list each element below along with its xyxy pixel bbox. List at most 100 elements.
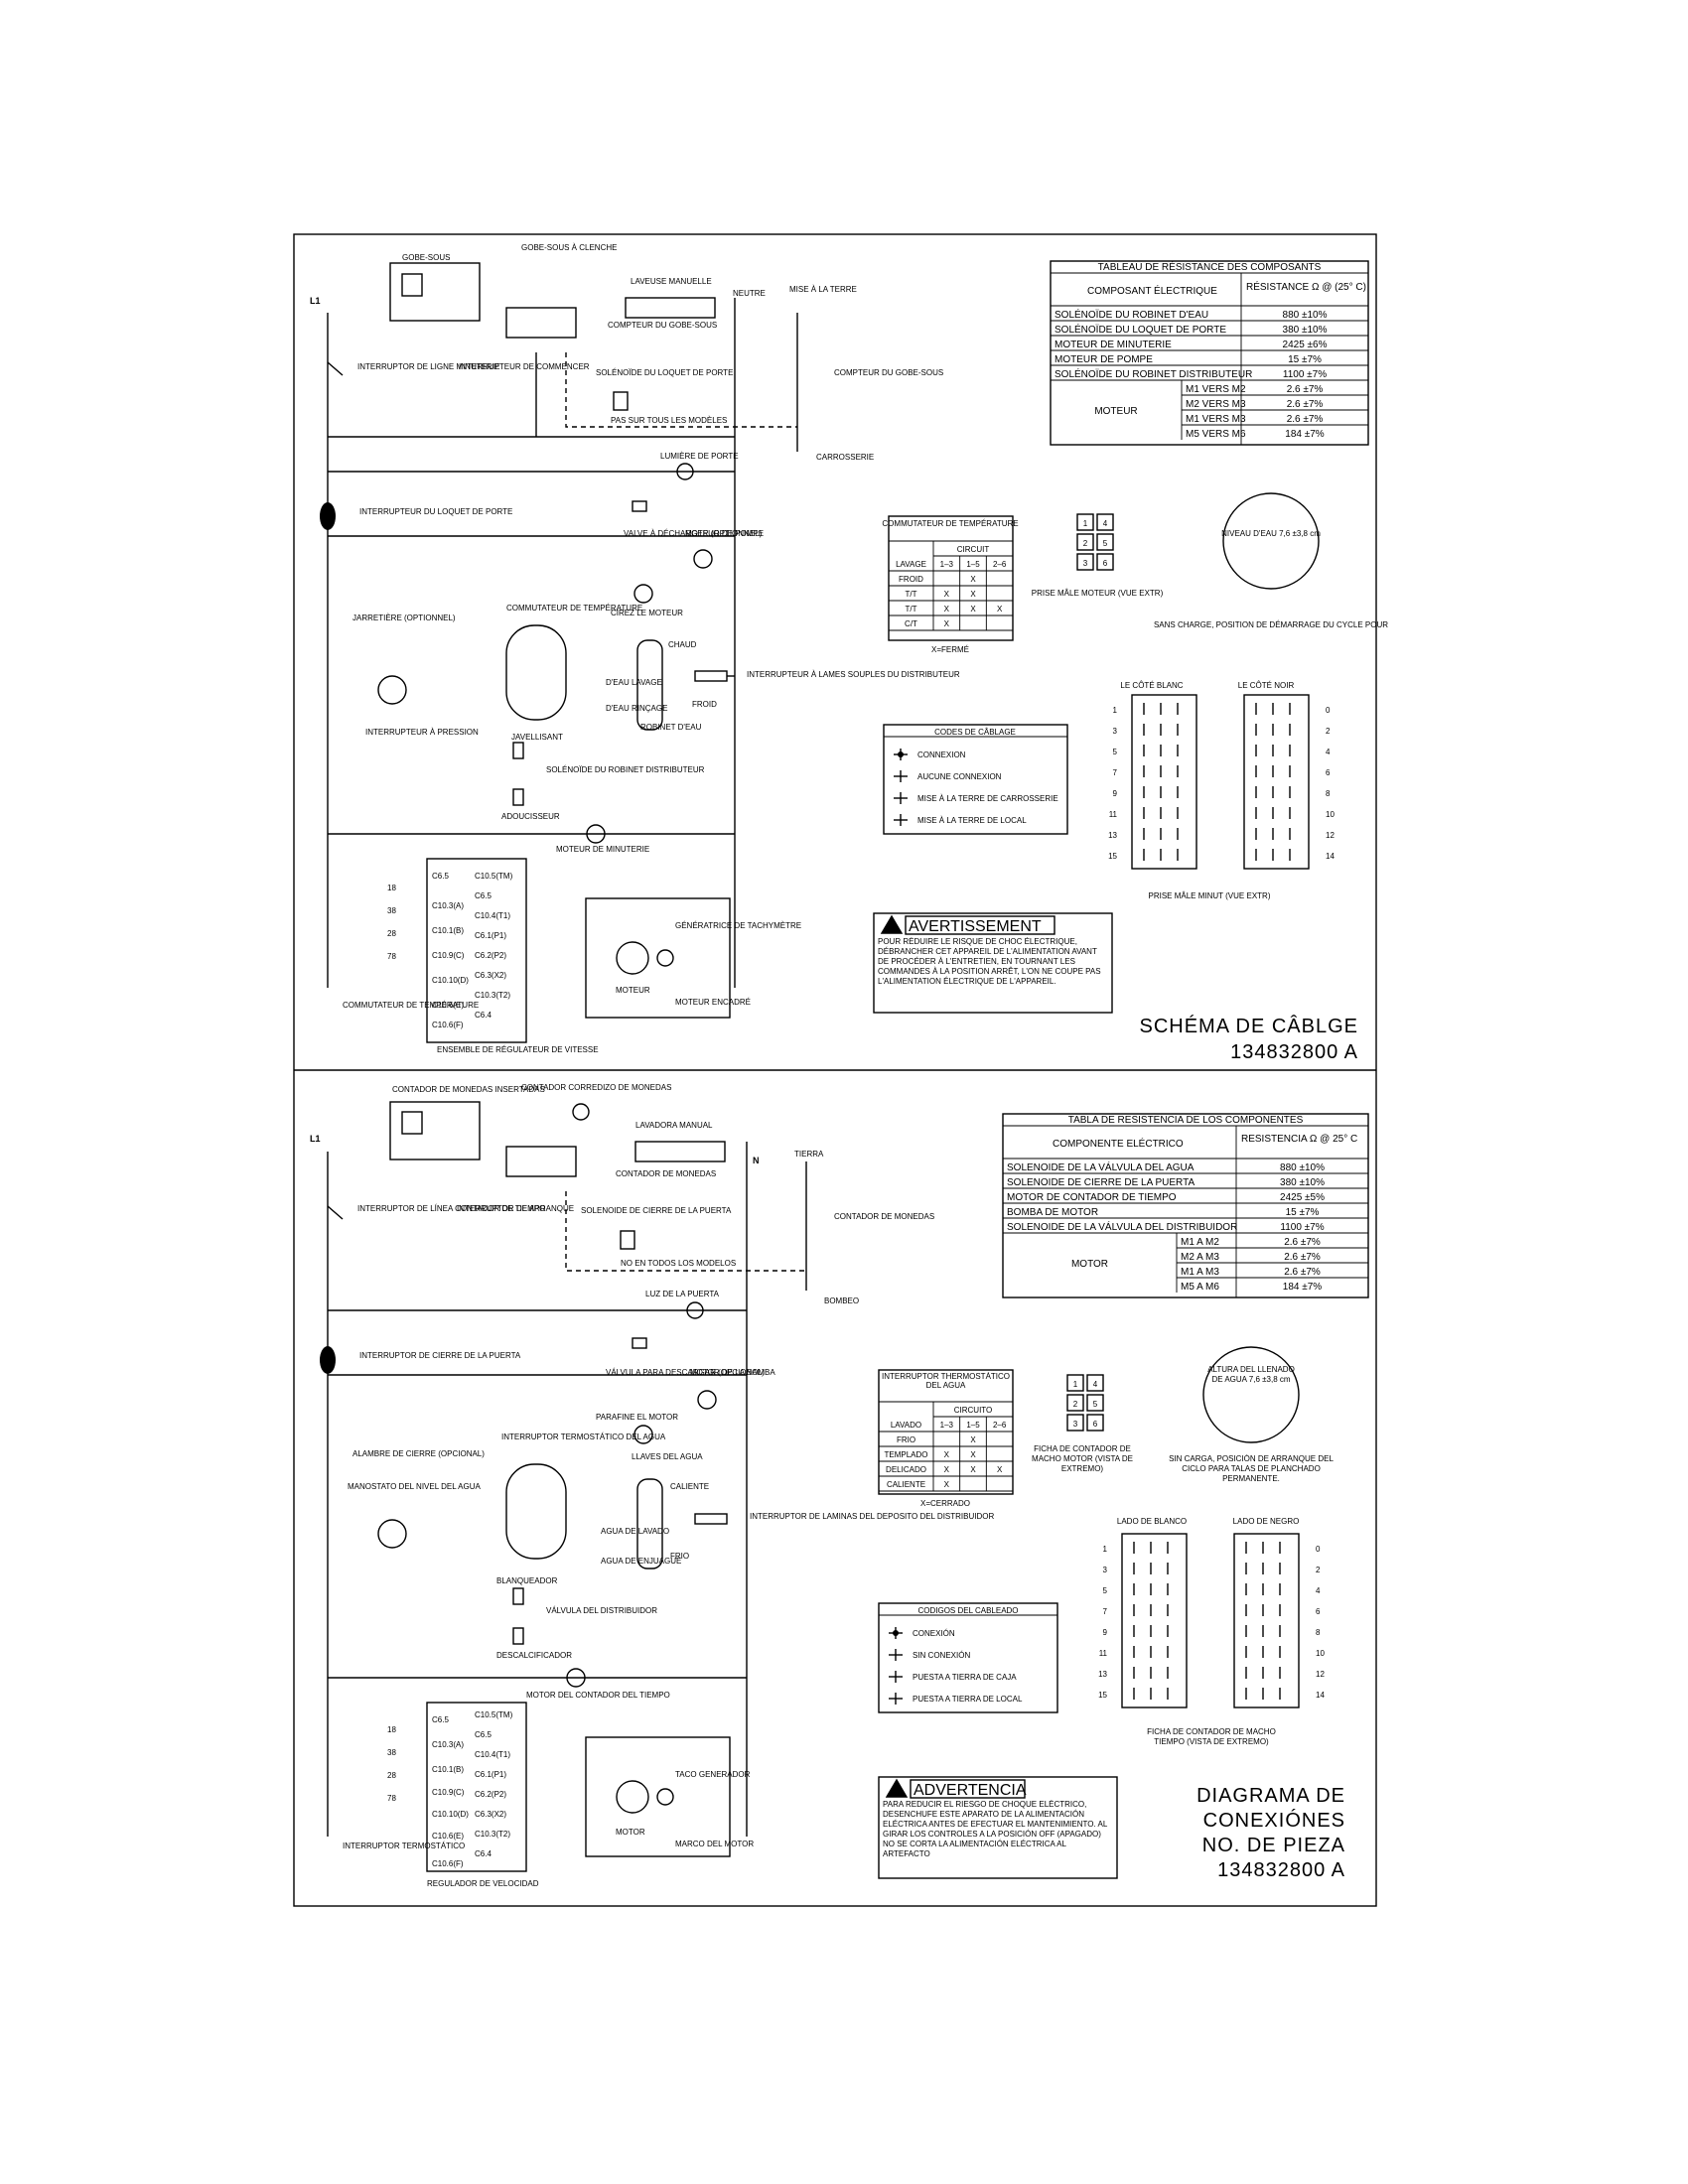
pas-sur-label: PAS SUR TOUS LES MODÈLES [611, 416, 727, 425]
code-dot [898, 751, 904, 757]
contador-monedas-label: CONTADOR DE MONEDAS INSERTADAS [392, 1085, 545, 1094]
timer-motor-es [566, 1668, 586, 1688]
warning-box-es: ADVERTENCIA PARA REDUCIR EL RIESGO DE CH… [878, 1776, 1118, 1879]
res-row-name: MOTEUR DE POMPE [1055, 354, 1153, 365]
tierra-label: TIERRA [794, 1150, 824, 1159]
plug-pin-number: 2 [1083, 539, 1088, 548]
timer-label-left: C10.3(A) [432, 901, 464, 910]
timer-pin-number: 8 [1316, 1628, 1321, 1637]
timer-pin-number: 14 [1316, 1691, 1325, 1700]
temp-switch-table-fr: COMMUTATEUR DE TEMPÉRATURE CIRCUITLAVAGE… [882, 515, 1019, 654]
warning-box-fr: AVERTISSEMENT POUR RÉDUIRE LE RISQUE DE … [873, 912, 1113, 1014]
coin-box-es [389, 1101, 481, 1160]
plug-pin [1096, 513, 1114, 531]
res-row-value: 1100 ±7% [1280, 1222, 1324, 1233]
codes-title-es: CODIGOS DEL CABLEADO [917, 1606, 1018, 1615]
code-label: PUESTA A TIERRA DE CAJA [913, 1673, 1017, 1682]
adoucisseur-label: ADOUCISSEUR [501, 812, 560, 821]
line-switch [327, 361, 344, 376]
switch-num: 78 [387, 1794, 396, 1803]
comm-cell: T/T [906, 590, 917, 599]
warning-icon [885, 1778, 909, 1798]
door-solenoid-es [620, 1230, 635, 1250]
main-motor [616, 941, 649, 975]
timer-label-right: C10.4(T1) [475, 911, 510, 920]
parafine-label: PARAFINE EL MOTOR [596, 1413, 678, 1422]
timer-label-right: C6.3(X2) [475, 971, 506, 980]
comm-cell: TEMPLADO [884, 1450, 927, 1459]
timer-label-left: C10.10(D) [432, 976, 469, 985]
ficha-tiempo-label: FICHA DE CONTADOR DE MACHO TIEMPO (VISTA… [1147, 1727, 1276, 1746]
comm-title: COMMUTATEUR DE TEMPÉRATURE [882, 519, 1018, 528]
gobe-sous-box [389, 262, 481, 322]
timer-switch-nums: 18 38 28 78 [387, 884, 396, 961]
pump-motor-es [697, 1390, 717, 1410]
commutateur-temp-label: COMMUTATEUR DE TEMPÉRATURE [506, 604, 642, 613]
comm-head: 1–3 [940, 1421, 954, 1430]
comm-cell: X [944, 605, 950, 614]
interrupteur-commencer-label: INTERRUPTEUR DE COMMENCER [459, 362, 590, 371]
timer-label-left: C10.6(E) [432, 1832, 464, 1841]
interrupteur-loquet-label: INTERRUPTEUR DU LOQUET DE PORTE [359, 507, 512, 516]
compteur-gobe-label: COMPTEUR DU GOBE-SOUS [608, 321, 717, 330]
timer-pin-number: 3 [1113, 727, 1118, 736]
comm-head: 2–6 [993, 1421, 1007, 1430]
timer-pin-number: 13 [1108, 831, 1117, 840]
timer-pin-number: 11 [1109, 810, 1118, 819]
luz-puerta-label: LUZ DE LA PUERTA [645, 1290, 720, 1298]
coin-terminal-es [505, 1146, 577, 1177]
comm-head: 1–5 [966, 560, 980, 569]
res-motor-value: 184 ±7% [1285, 429, 1325, 440]
res-row-name: SOLENOIDE DE LA VÁLVULA DEL AGUA [1007, 1160, 1195, 1173]
lumiere-label: LUMIÈRE DE PORTE [660, 452, 739, 461]
res-row-name: MOTOR DE CONTADOR DE TIEMPO [1007, 1192, 1177, 1203]
agua-enjuague-label: AGUA DE ENJUAGUE [601, 1557, 681, 1566]
switch-num: 28 [387, 929, 396, 938]
timer-label-right: C6.5 [475, 891, 492, 900]
interrupteur-lames-label: INTERRUPTEUR À LAMES SOUPLES DU DISTRIBU… [747, 670, 960, 679]
wax-motor-es [633, 1425, 653, 1444]
comm-note: X=FERMÉ [931, 645, 969, 654]
timer-label-right: C10.5(TM) [475, 872, 513, 881]
timer-label-right: C6.2(P2) [475, 1790, 506, 1799]
chaud-label: CHAUD [668, 640, 697, 649]
timer-pin-number: 14 [1326, 852, 1335, 861]
robinet-label: ROBINET D'EAU [640, 723, 702, 732]
timer-labels-right: C10.5(TM) C6.5 C10.4(T1) C6.1(P1) C6.2(P… [475, 872, 513, 1020]
bleach-solenoid [512, 742, 524, 759]
sol-distrib-label: SOLÉNOÏDE DU ROBINET DISTRIBUTEUR [546, 765, 705, 774]
res-row-value: 880 ±10% [1283, 310, 1328, 321]
l1-es: L1 [310, 1134, 321, 1144]
res-row-value: 380 ±10% [1280, 1177, 1325, 1188]
switch-num: 18 [387, 1725, 396, 1734]
reed-switch-es [694, 1513, 728, 1525]
timer-pin-number: 4 [1326, 748, 1331, 756]
door-lock-switch [320, 502, 336, 530]
water-level-dial [1222, 492, 1320, 590]
timer-labels-left-es: C6.5 C10.3(A) C10.1(B) C10.9(C) C10.10(D… [432, 1715, 469, 1841]
timer-pin-number: 11 [1099, 1649, 1108, 1658]
timer-label-left: C10.6(E) [432, 1001, 464, 1010]
timer-labels-right-es: C10.5(TM) C6.5 C10.4(T1) C6.1(P1) C6.2(P… [475, 1710, 513, 1858]
pressure-switch [377, 675, 407, 705]
sans-charge-label: SANS CHARGE, POSITION DE DÉMARRAGE DU CY… [1154, 620, 1388, 629]
motor-bomba-label: MOTOR DE LA BOMBA [690, 1368, 775, 1377]
coin-motor-es [572, 1103, 590, 1121]
comm-circuit: CIRCUIT [957, 545, 990, 554]
schema-title: SCHÉMA DE CÂBLGE [1139, 1015, 1358, 1037]
comm-circuit: CIRCUITO [954, 1406, 993, 1415]
res-row-name: BOMBA DE MOTOR [1007, 1207, 1098, 1218]
timer-motor [586, 824, 606, 844]
comm-cell: FROID [899, 575, 923, 584]
plug-pin [1086, 1374, 1104, 1392]
interruptor-arranque-label: INTERRUPTOR DE ARRANQUE [457, 1204, 574, 1213]
res-motor-pair: M5 VERS M6 [1186, 429, 1246, 440]
plug-pin [1086, 1394, 1104, 1412]
no-en-todos-label: NO EN TODOS LOS MODELOS [621, 1259, 736, 1268]
alambre-label: ALAMBRE DE CIERRE (OPCIONAL) [352, 1449, 485, 1458]
coin-terminal-block [505, 307, 577, 339]
contador-corredizo-label: CONTADOR CORREDIZO DE MONEDAS [521, 1083, 671, 1092]
timer-pin-number: 8 [1326, 789, 1331, 798]
